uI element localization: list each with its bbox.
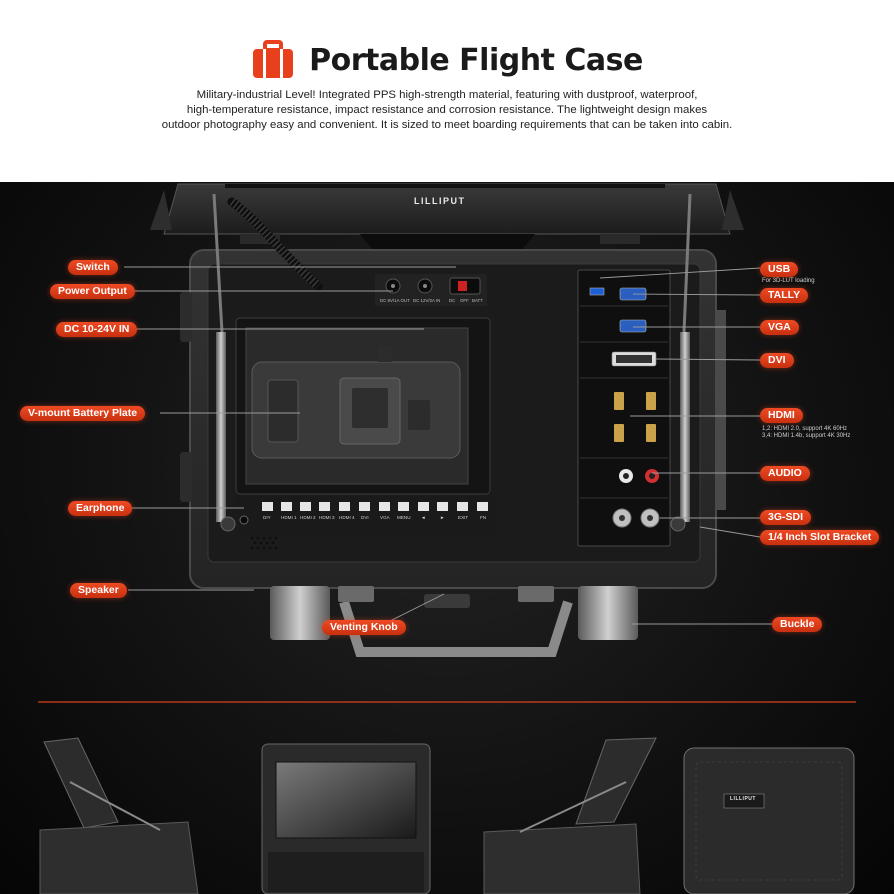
front-button-label: HDMI 2 — [300, 515, 316, 520]
front-button-label: HDMI 3 — [319, 515, 335, 520]
brand-logo-small: LILLIPUT — [730, 796, 756, 802]
hdmi-note-2: 3,4: HDMI 1.4b, support 4K 30Hz — [762, 433, 851, 439]
switch-dc-label: DC — [449, 298, 456, 303]
thumbnail-right-closed — [683, 747, 855, 894]
callout-venting-knob: Venting Knob — [322, 620, 406, 635]
callout-speaker: Speaker — [70, 583, 127, 598]
header: Portable Flight Case Military-industrial… — [0, 0, 894, 182]
briefcase-icon — [253, 40, 294, 78]
io-panel — [577, 269, 671, 547]
front-button-label: ◄ — [421, 515, 426, 520]
callout-hdmi: HDMI — [760, 408, 803, 423]
battery-plate-area — [235, 317, 491, 495]
dc-out-label: DC 8V/1A OUT — [380, 298, 410, 303]
power-panel — [375, 274, 487, 306]
callout-buckle: Buckle — [772, 617, 823, 632]
front-button-label: FN — [480, 515, 487, 520]
switch-batt-label: BATT — [472, 298, 483, 303]
callout-3g-sdi: 3G-SDI — [760, 510, 812, 525]
callout-dc-in: DC 10-24V IN — [56, 322, 138, 337]
usb-note: For 3D-LUT loading — [762, 278, 815, 284]
dc-in-label: DC 12V/2A IN — [413, 298, 441, 303]
flight-case-illustration — [38, 183, 856, 894]
title-row: Portable Flight Case — [0, 40, 894, 80]
product-stage: LILLIPUT LILLIPUT DC 8V/1A OUT DC 12V/2A… — [0, 182, 894, 894]
thumbnail-center — [261, 743, 431, 894]
thumbnail-right-open — [483, 737, 657, 894]
front-button-label: EXIT — [458, 515, 469, 520]
callout-tally: TALLY — [760, 288, 809, 303]
callout-power-output: Power Output — [50, 284, 135, 299]
front-button-label: MENU — [397, 515, 411, 520]
brand-logo: LILLIPUT — [414, 196, 466, 206]
description: Military-industrial Level! Integrated PP… — [150, 88, 744, 133]
speaker-grille — [250, 536, 278, 550]
front-button-label: HDMI 4 — [339, 515, 355, 520]
thumbnail-left — [39, 737, 199, 894]
description-line: Military-industrial Level! Integrated PP… — [196, 89, 698, 101]
front-button-label: DIY — [263, 515, 271, 520]
callout-usb: USB — [760, 262, 799, 277]
hdmi-note-1: 1,2: HDMI 2.0, support 4K 60Hz — [762, 426, 848, 432]
front-button-label: DVI — [361, 515, 369, 520]
page-title: Portable Flight Case — [309, 42, 643, 78]
latches — [270, 586, 638, 640]
callout-audio: AUDIO — [760, 466, 810, 481]
switch-off-label: OFF — [460, 298, 469, 303]
callout-switch: Switch — [68, 260, 118, 275]
gas-struts — [212, 193, 692, 532]
callout-vmount-plate: V-mount Battery Plate — [20, 406, 146, 421]
case-lid — [150, 183, 744, 252]
callout-slot-bracket: 1/4 Inch Slot Bracket — [760, 530, 880, 545]
description-line: outdoor photography easy and convenient.… — [161, 119, 733, 131]
front-button-strip — [236, 496, 498, 534]
callout-vga: VGA — [760, 320, 799, 335]
callout-dvi: DVI — [760, 353, 794, 368]
callout-earphone: Earphone — [68, 501, 133, 516]
description-line: high-temperature resistance, impact resi… — [186, 104, 708, 116]
front-button-label: HDMI 1 — [281, 515, 297, 520]
front-button-label: ► — [440, 515, 445, 520]
front-button-label: VGA — [380, 515, 390, 520]
